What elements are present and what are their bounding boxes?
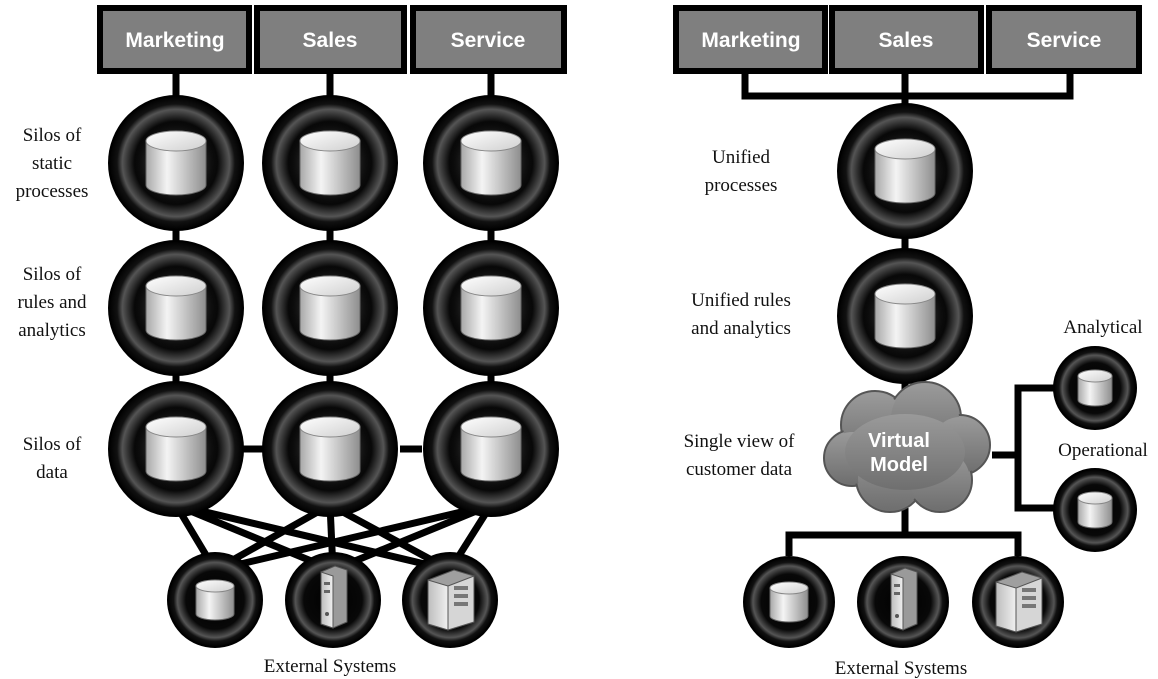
left-rules-node-sales xyxy=(262,240,398,376)
operational-node xyxy=(1053,468,1137,552)
analytical-label: Analytical xyxy=(1063,317,1142,338)
database-icon xyxy=(1077,491,1113,529)
right-label-data-2: customer data xyxy=(686,459,793,480)
server-icon xyxy=(427,569,475,631)
right-dept-service: Service xyxy=(986,5,1142,74)
database-icon xyxy=(145,130,207,196)
cloud-label-line1: Virtual xyxy=(868,430,930,452)
database-icon xyxy=(299,130,361,196)
left-process-node-service xyxy=(423,95,559,231)
server-icon xyxy=(995,571,1043,633)
right-dept-service-label: Service xyxy=(1027,29,1102,52)
left-dept-sales: Sales xyxy=(254,5,407,74)
analytical-node xyxy=(1053,346,1137,430)
left-data-node-marketing xyxy=(108,381,244,517)
right-label-processes-1: Unified xyxy=(712,147,771,168)
left-process-node-sales xyxy=(262,95,398,231)
right-process-node xyxy=(837,103,973,239)
virtual-model-cloud: Virtual Model xyxy=(823,381,991,513)
left-dept-sales-label: Sales xyxy=(303,29,358,52)
left-label-processes-2: static xyxy=(32,153,72,174)
left-dept-service: Service xyxy=(410,5,567,74)
left-external-label: External Systems xyxy=(264,656,396,677)
right-rules-node xyxy=(837,248,973,384)
left-external-database xyxy=(167,552,263,648)
left-label-rules-3: analytics xyxy=(18,320,86,341)
left-label-processes-1: Silos of xyxy=(23,125,82,146)
right-label-data-1: Single view of xyxy=(684,431,795,452)
left-dept-marketing: Marketing xyxy=(97,5,252,74)
left-department-row: Marketing Sales Service xyxy=(97,5,567,74)
right-label-processes-2: processes xyxy=(705,175,778,196)
database-icon xyxy=(460,130,522,196)
right-dept-marketing: Marketing xyxy=(673,5,828,74)
right-external-label: External Systems xyxy=(835,658,967,679)
database-icon xyxy=(299,416,361,482)
cloud-label-line2: Model xyxy=(870,454,928,476)
right-department-row: Marketing Sales Service xyxy=(673,5,1142,74)
right-external-tower-server xyxy=(857,556,949,648)
left-rules-node-service xyxy=(423,240,559,376)
left-label-rules-2: rules and xyxy=(17,292,87,313)
right-label-rules-1: Unified rules xyxy=(691,290,791,311)
right-label-data: Single view of customer data xyxy=(684,431,795,480)
left-label-processes: Silos of static processes xyxy=(16,125,89,202)
database-icon xyxy=(769,581,809,623)
right-external-workstation xyxy=(972,556,1064,648)
left-external-workstation xyxy=(402,552,498,648)
left-label-data: Silos of data xyxy=(23,434,82,483)
right-external-database xyxy=(743,556,835,648)
tower-server-icon xyxy=(320,565,348,629)
tower-server-icon xyxy=(890,567,918,631)
operational-label: Operational xyxy=(1058,440,1148,461)
right-dept-marketing-label: Marketing xyxy=(701,29,800,52)
left-label-data-2: data xyxy=(36,462,68,483)
database-icon xyxy=(874,283,936,349)
left-data-node-sales xyxy=(262,381,398,517)
left-label-rules: Silos of rules and analytics xyxy=(17,264,87,341)
left-process-node-marketing xyxy=(108,95,244,231)
right-connectors xyxy=(741,72,1074,556)
left-dept-marketing-label: Marketing xyxy=(125,29,224,52)
left-label-data-1: Silos of xyxy=(23,434,82,455)
left-label-rules-1: Silos of xyxy=(23,264,82,285)
database-icon xyxy=(145,416,207,482)
database-icon xyxy=(1077,369,1113,407)
left-rules-node-marketing xyxy=(108,240,244,376)
left-data-node-service xyxy=(423,381,559,517)
left-external-tower-server xyxy=(285,552,381,648)
right-label-rules-2: and analytics xyxy=(691,318,791,339)
left-dept-service-label: Service xyxy=(451,29,526,52)
right-label-processes: Unified processes xyxy=(705,147,778,196)
right-dept-sales-label: Sales xyxy=(879,29,934,52)
right-dept-sales: Sales xyxy=(829,5,984,74)
right-label-rules: Unified rules and analytics xyxy=(691,290,791,339)
left-label-processes-3: processes xyxy=(16,181,89,202)
database-icon xyxy=(195,579,235,621)
database-icon xyxy=(460,416,522,482)
database-icon xyxy=(145,275,207,341)
database-icon xyxy=(460,275,522,341)
database-icon xyxy=(299,275,361,341)
database-icon xyxy=(874,138,936,204)
